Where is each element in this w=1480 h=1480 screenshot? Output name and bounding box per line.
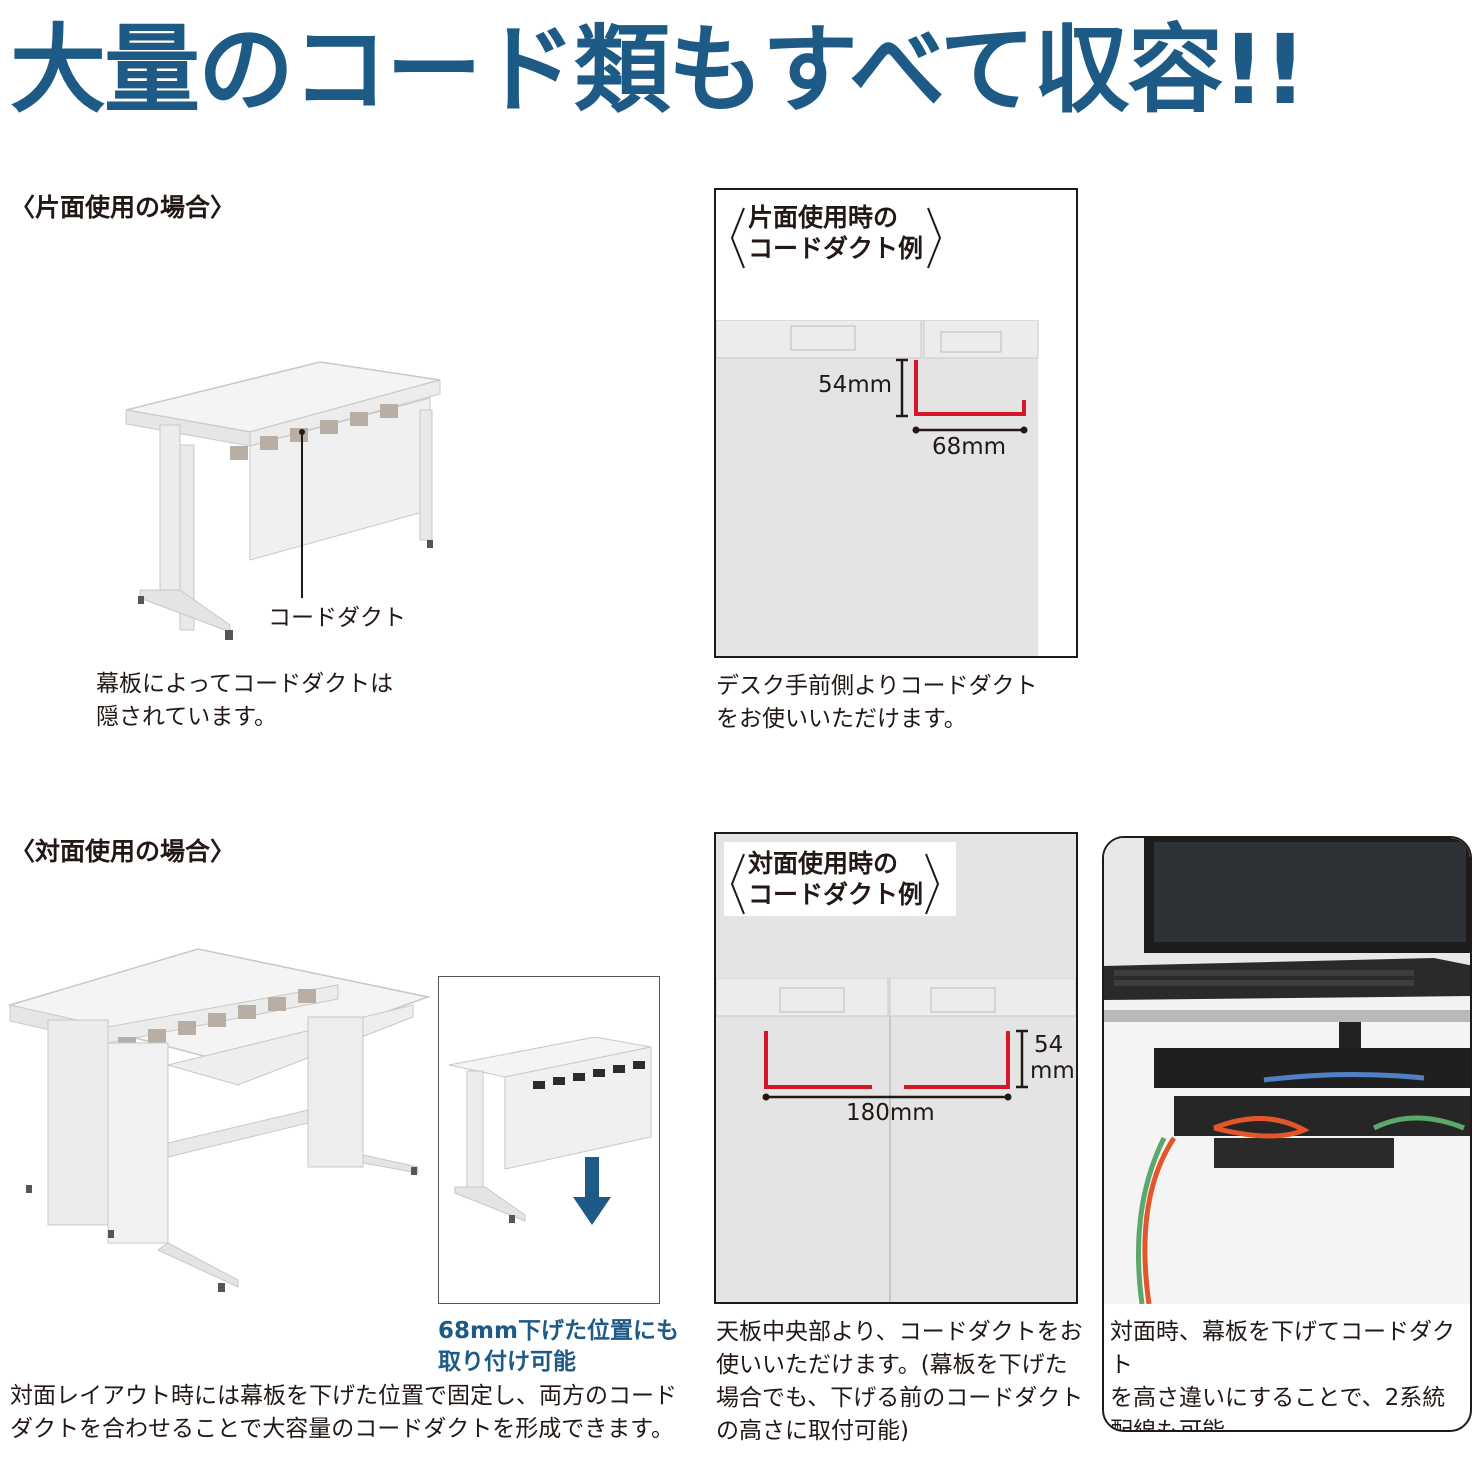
cord-duct-label: コードダクト [268, 605, 406, 631]
face-to-face-caption-middle: 天板中央部より、コードダクトをお 使いいただけます。(幕板を下げた 場合でも、下… [716, 1319, 1084, 1444]
bracket-left-icon [730, 207, 745, 269]
one-side-caption-right: デスク手前側よりコードダクト をお使いいただけます。 [716, 673, 1038, 732]
face-to-face-dim-height-unit: mm [1030, 1058, 1075, 1084]
bracket-right-icon [925, 853, 940, 915]
face-to-face-dim-width: 180mm [846, 1100, 935, 1126]
face-to-face-desk-image [8, 948, 431, 1292]
one-side-example-tag: 片面使用時の コードダクト例 [724, 196, 960, 270]
lowered-panel-inset [438, 976, 660, 1304]
face-to-face-example-box: 54 mm 180mm 対面使用時の コードダクト例 [714, 832, 1078, 1304]
one-side-desk-image [125, 361, 441, 640]
page-title: 大量のコード類もすべて収容!! [10, 14, 1307, 126]
one-side-heading: 〈片面使用の場合〉 [10, 193, 236, 222]
bracket-right-icon [927, 207, 942, 269]
one-side-dim-height: 54mm [818, 372, 893, 398]
one-side-example-box: 54mm 68mm 片面使用時の コードダクト例 [714, 188, 1078, 658]
face-to-face-duct-diagram [762, 1029, 1028, 1101]
cable-photo-caption: 対面時、幕板を下げてコードダクト を高さ違いにすることで、2系統 配線も可能。 [1110, 1319, 1455, 1432]
one-side-duct-diagram [896, 358, 1028, 434]
lowered-caption: 68mm下げた位置にも 取り付け可能 [438, 1318, 679, 1375]
face-to-face-heading: 〈対面使用の場合〉 [10, 837, 236, 866]
one-side-caption-left: 幕板によってコードダクトは 隠されています。 [96, 671, 394, 730]
cable-tray-photo [1104, 838, 1470, 1304]
lowered-desk-image [448, 1037, 652, 1225]
one-side-panel [716, 320, 1038, 656]
face-to-face-dim-height: 54 [1034, 1032, 1064, 1058]
cable-photo-card: 対面時、幕板を下げてコードダクト を高さ違いにすることで、2系統 配線も可能。 [1102, 836, 1472, 1432]
one-side-dim-width: 68mm [932, 434, 1007, 460]
face-to-face-panel-seams [716, 978, 1076, 1302]
bracket-left-icon [730, 853, 745, 915]
face-to-face-caption-left: 対面レイアウト時には幕板を下げた位置で固定し、両方のコード ダクトを合わせること… [10, 1383, 677, 1442]
one-side-desk-top-edge [716, 320, 1039, 359]
face-to-face-example-tag: 対面使用時の コードダクト例 [724, 842, 956, 916]
